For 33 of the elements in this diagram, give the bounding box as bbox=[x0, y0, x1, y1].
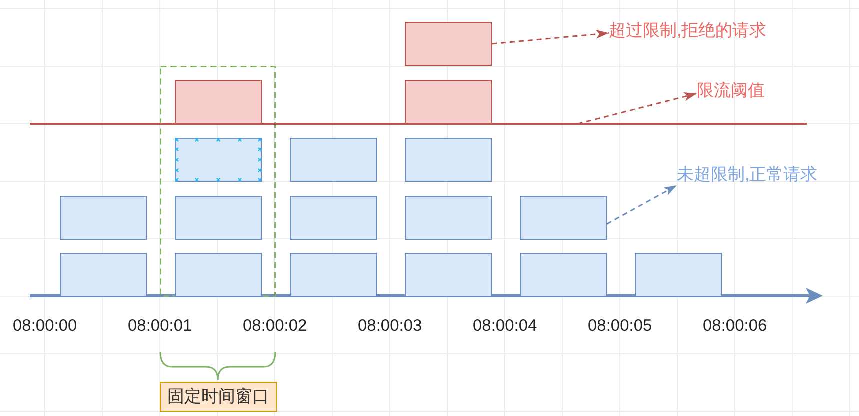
time-label: 08:00:02 bbox=[243, 316, 308, 336]
time-label: 08:00:05 bbox=[588, 316, 652, 336]
annotation-label: 未超限制,正常请求 bbox=[677, 164, 818, 186]
time-label: 08:00:06 bbox=[703, 316, 768, 336]
request-box bbox=[405, 138, 492, 182]
request-box bbox=[635, 253, 722, 297]
arrow bbox=[578, 92, 698, 125]
request-box bbox=[405, 196, 492, 240]
request-box bbox=[60, 253, 147, 297]
time-label: 08:00:04 bbox=[473, 316, 538, 336]
request-box bbox=[520, 253, 607, 297]
window-label: 固定时间窗口 bbox=[160, 382, 277, 412]
request-box bbox=[175, 80, 262, 124]
request-box bbox=[405, 22, 492, 66]
annotation-label: 限流阈值 bbox=[697, 80, 765, 102]
request-box bbox=[290, 253, 377, 297]
threshold-line bbox=[30, 123, 807, 125]
time-label: 08:00:01 bbox=[128, 316, 192, 336]
request-box bbox=[405, 80, 492, 124]
request-box bbox=[175, 138, 262, 182]
time-label: 08:00:00 bbox=[13, 316, 78, 336]
request-box bbox=[175, 253, 262, 297]
request-box bbox=[520, 196, 607, 240]
request-box bbox=[290, 196, 377, 240]
request-box bbox=[405, 253, 492, 297]
annotation-label: 超过限制,拒绝的请求 bbox=[609, 20, 767, 42]
arrow bbox=[606, 184, 678, 225]
time-label: 08:00:03 bbox=[358, 316, 422, 336]
request-box bbox=[60, 196, 147, 240]
request-box bbox=[290, 138, 377, 182]
arrow bbox=[492, 30, 610, 45]
time-window-frame bbox=[160, 66, 276, 297]
request-box bbox=[175, 196, 262, 240]
